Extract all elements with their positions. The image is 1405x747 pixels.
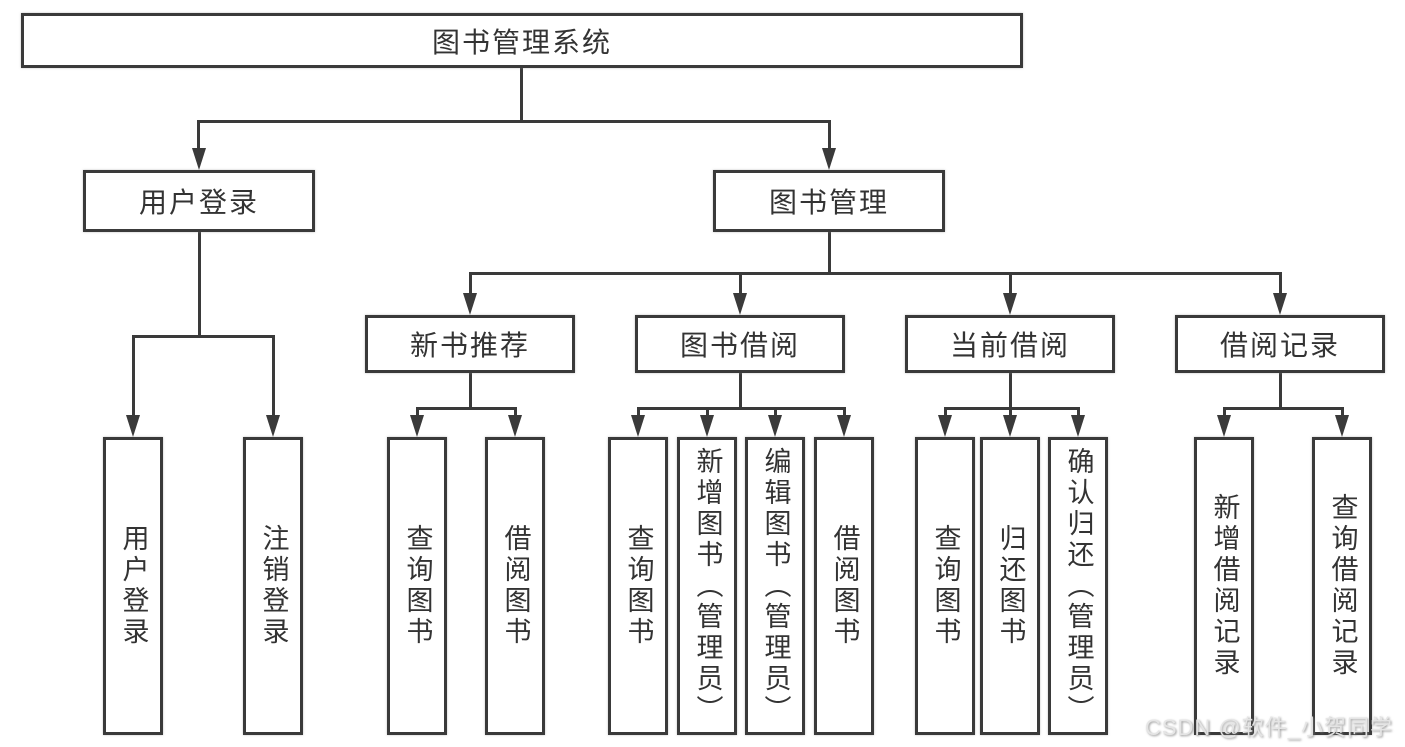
connector-line xyxy=(272,335,275,415)
connector-line xyxy=(706,407,709,415)
leaf-query-books-borrow: 查询图书 xyxy=(608,437,668,735)
leaf-edit-book-admin-label: 编辑图书（管理员） xyxy=(760,446,791,726)
connector-line xyxy=(637,407,845,410)
node-user-login: 用户登录 xyxy=(83,170,315,232)
connector-line xyxy=(843,407,846,415)
leaf-query-books-recommend-label: 查询图书 xyxy=(402,524,433,648)
leaf-logout-label: 注销登录 xyxy=(258,524,289,648)
leaf-query-books-borrow-label: 查询图书 xyxy=(623,524,654,648)
leaf-borrow-books-borrow-label: 借阅图书 xyxy=(829,524,860,648)
connector-line xyxy=(469,272,472,293)
connector-line xyxy=(1279,272,1282,293)
connector-line xyxy=(1009,373,1012,407)
connector-arrowhead-icon xyxy=(126,415,140,437)
leaf-borrow-books-recommend: 借阅图书 xyxy=(485,437,545,735)
connector-line xyxy=(198,232,201,335)
connector-arrowhead-icon xyxy=(463,293,477,315)
leaf-query-books-current-label: 查询图书 xyxy=(930,524,961,648)
node-borrow-records: 借阅记录 xyxy=(1175,315,1385,373)
leaf-query-borrow-record-label: 查询借阅记录 xyxy=(1327,493,1358,679)
connector-line xyxy=(469,272,1282,275)
node-borrow-records-label: 借阅记录 xyxy=(1219,330,1340,361)
connector-line xyxy=(828,232,831,272)
leaf-logout: 注销登录 xyxy=(243,437,303,735)
connector-line xyxy=(416,407,419,415)
leaf-add-borrow-record: 新增借阅记录 xyxy=(1194,437,1254,735)
connector-line xyxy=(1223,407,1226,415)
leaf-return-book-label: 归还图书 xyxy=(995,524,1026,648)
leaf-confirm-return-admin: 确认归还（管理员） xyxy=(1048,437,1108,735)
connector-arrowhead-icon xyxy=(631,415,645,437)
connector-line xyxy=(416,407,517,410)
leaf-return-book: 归还图书 xyxy=(980,437,1040,735)
connector-arrowhead-icon xyxy=(837,415,851,437)
connector-arrowhead-icon xyxy=(768,415,782,437)
node-library-system-label: 图书管理系统 xyxy=(431,26,612,58)
node-new-book-recommend: 新书推荐 xyxy=(365,315,575,373)
connector-arrowhead-icon xyxy=(508,415,522,437)
leaf-query-borrow-record: 查询借阅记录 xyxy=(1312,437,1372,735)
node-user-login-label: 用户登录 xyxy=(138,187,259,218)
leaf-query-books-current: 查询图书 xyxy=(915,437,975,735)
connector-line xyxy=(514,407,517,415)
connector-line xyxy=(1009,407,1012,415)
connector-line xyxy=(828,120,831,148)
leaf-query-books-recommend: 查询图书 xyxy=(387,437,447,735)
connector-arrowhead-icon xyxy=(822,148,836,170)
leaf-user-login-label: 用户登录 xyxy=(118,524,149,648)
connector-arrowhead-icon xyxy=(266,415,280,437)
connector-arrowhead-icon xyxy=(700,415,714,437)
connector-line xyxy=(1223,407,1343,410)
node-current-borrow: 当前借阅 xyxy=(905,315,1115,373)
connector-line xyxy=(637,407,640,415)
connector-arrowhead-icon xyxy=(1003,415,1017,437)
node-book-management: 图书管理 xyxy=(713,170,945,232)
connector-arrowhead-icon xyxy=(1003,293,1017,315)
connector-line xyxy=(132,335,135,415)
leaf-edit-book-admin: 编辑图书（管理员） xyxy=(745,437,805,735)
node-book-borrow-label: 图书借阅 xyxy=(679,330,800,361)
connector-arrowhead-icon xyxy=(1071,415,1085,437)
leaf-add-book-admin: 新增图书（管理员） xyxy=(677,437,737,735)
node-current-borrow-label: 当前借阅 xyxy=(949,330,1070,361)
node-book-borrow: 图书借阅 xyxy=(635,315,845,373)
node-library-system: 图书管理系统 xyxy=(21,13,1023,68)
node-new-book-recommend-label: 新书推荐 xyxy=(409,330,530,361)
connector-line xyxy=(469,373,472,407)
connector-arrowhead-icon xyxy=(192,148,206,170)
connector-line xyxy=(198,120,831,123)
connector-line xyxy=(1279,373,1282,407)
connector-line xyxy=(739,272,742,293)
leaf-borrow-books-borrow: 借阅图书 xyxy=(814,437,874,735)
connector-arrowhead-icon xyxy=(1273,293,1287,315)
leaf-add-borrow-record-label: 新增借阅记录 xyxy=(1209,493,1240,679)
leaf-confirm-return-admin-label: 确认归还（管理员） xyxy=(1063,446,1094,726)
connector-arrowhead-icon xyxy=(1217,415,1231,437)
connector-line xyxy=(739,373,742,407)
connector-arrowhead-icon xyxy=(733,293,747,315)
connector-arrowhead-icon xyxy=(1335,415,1349,437)
connector-line xyxy=(1341,407,1344,415)
watermark-text: CSDN @软件_小贺同学 xyxy=(1144,715,1393,740)
connector-line xyxy=(132,335,274,338)
node-book-management-label: 图书管理 xyxy=(768,187,889,218)
leaf-add-book-admin-label: 新增图书（管理员） xyxy=(692,446,723,726)
leaf-user-login: 用户登录 xyxy=(103,437,163,735)
connector-arrowhead-icon xyxy=(410,415,424,437)
connector-line xyxy=(1009,272,1012,293)
connector-line xyxy=(197,120,200,148)
connector-line xyxy=(520,68,523,120)
leaf-borrow-books-recommend-label: 借阅图书 xyxy=(500,524,531,648)
connector-line xyxy=(774,407,777,415)
connector-line xyxy=(944,407,947,415)
connector-line xyxy=(1077,407,1080,415)
connector-arrowhead-icon xyxy=(938,415,952,437)
